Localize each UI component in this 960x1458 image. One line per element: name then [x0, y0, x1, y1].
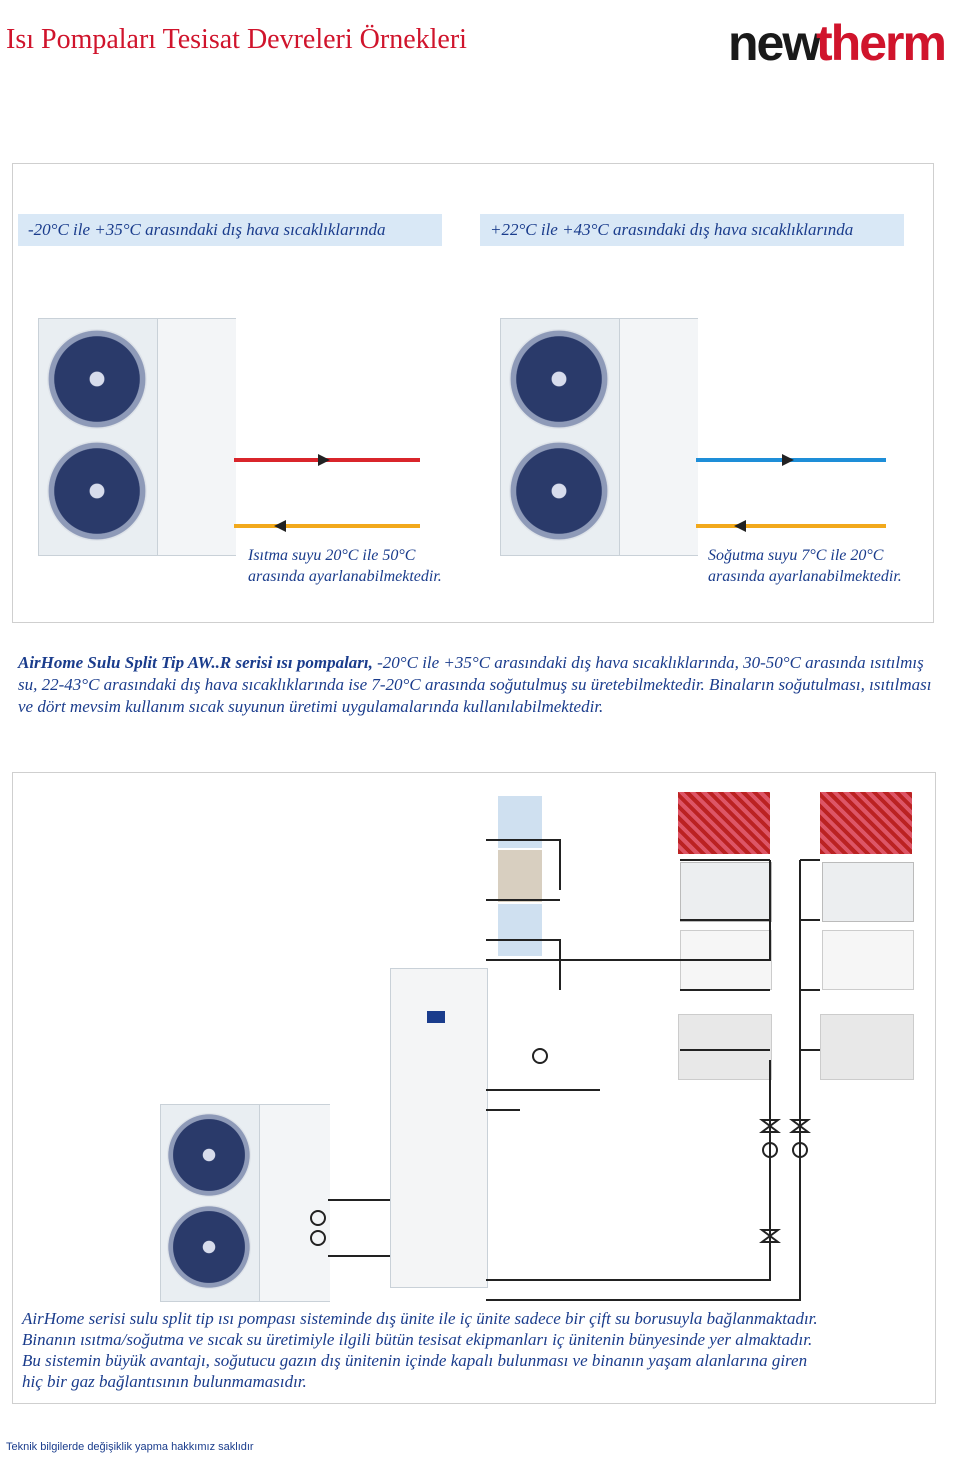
arrow-left-icon	[274, 520, 286, 532]
outdoor-unit	[160, 1104, 330, 1302]
newtherm-logo: new therm	[728, 15, 947, 68]
intro-series-name: AirHome Sulu Split Tip AW..R serisi ısı …	[18, 653, 373, 672]
system-description: AirHome serisi sulu split tip ısı pompas…	[22, 1308, 932, 1392]
cooling-range-label: +22°C ile +43°C arasındaki dış hava sıca…	[480, 214, 904, 246]
logo-therm: therm	[816, 15, 945, 68]
cooling-caption-line2: arasında ayarlanabilmektedir.	[708, 568, 902, 585]
floor-heating-icon	[678, 792, 770, 854]
gauge-icon	[762, 1142, 778, 1158]
unit-side-panel	[259, 1105, 330, 1301]
floor-heating-icon	[820, 792, 912, 854]
page-title: Isı Pompaları Tesisat Devreleri Örnekler…	[6, 24, 467, 55]
pipe-line	[486, 860, 801, 1301]
radiator-valve-icon	[678, 1014, 772, 1080]
indoor-unit	[390, 968, 488, 1288]
pipe-lines	[234, 454, 886, 532]
fan-icon	[509, 329, 609, 429]
piping-schematic	[310, 839, 820, 1301]
control-display-icon	[427, 1011, 445, 1023]
intro-paragraph: AirHome Sulu Split Tip AW..R serisi ısı …	[18, 652, 938, 718]
fan-icon	[509, 441, 609, 541]
logo-new: new	[728, 15, 821, 68]
cooling-caption-line1: Soğutma suyu 7°C ile 20°C	[708, 547, 884, 564]
fan-icon	[47, 329, 147, 429]
fan-icon	[167, 1113, 251, 1197]
system-description-line1: AirHome serisi sulu split tip ısı pompas…	[22, 1309, 818, 1328]
heating-caption: Isıtma suyu 20°C ile 50°C arasında ayarl…	[248, 545, 442, 587]
pipe-line	[486, 1060, 771, 1281]
system-description-line3: Bu sistemin büyük avantajı, soğutucu gaz…	[22, 1351, 808, 1370]
cassette-unit-icon	[680, 862, 772, 922]
unit-side-panel	[619, 319, 698, 555]
valve-icon	[759, 1119, 781, 1133]
footer-note: Teknik bilgilerde değişiklik yapma hakkı…	[6, 1441, 254, 1453]
outdoor-unit-cooling	[500, 318, 698, 556]
heating-caption-line2: arasında ayarlanabilmektedir.	[248, 568, 442, 585]
fan-icon	[167, 1205, 251, 1289]
cooling-caption: Soğutma suyu 7°C ile 20°C arasında ayarl…	[708, 545, 902, 587]
pipe-line	[486, 939, 561, 990]
pipe-line	[486, 839, 561, 890]
unit-side-panel	[157, 319, 236, 555]
system-description-line4: hiç bir gaz bağlantısının bulunmamasıdır…	[22, 1372, 307, 1391]
arrow-right-icon	[782, 454, 794, 466]
arrow-left-icon	[734, 520, 746, 532]
fan-coil-icon	[822, 930, 914, 990]
shower-icon	[498, 904, 542, 956]
gauge-icon	[792, 1142, 808, 1158]
intro-text: -20°C ile +35°C arasındaki dış hava sıca…	[18, 653, 932, 716]
heating-caption-line1: Isıtma suyu 20°C ile 50°C	[248, 547, 416, 564]
valve-icon	[789, 1119, 811, 1133]
arrow-right-icon	[318, 454, 330, 466]
pipe-line	[486, 860, 771, 961]
outdoor-unit-heating	[38, 318, 236, 556]
gauge-icon	[310, 1210, 326, 1226]
modes-panel	[12, 163, 934, 623]
heating-range-label: -20°C ile +35°C arasındaki dış hava sıca…	[18, 214, 442, 246]
radiator-valve-icon	[820, 1014, 914, 1080]
gauge-icon	[310, 1230, 326, 1246]
faucet-icon	[498, 850, 542, 902]
valve-icon	[759, 1229, 781, 1243]
system-description-line2: Binanın ısıtma/soğutma ve sıcak su üreti…	[22, 1330, 813, 1349]
cassette-unit-icon	[822, 862, 914, 922]
gauge-icon	[532, 1048, 548, 1064]
fan-icon	[47, 441, 147, 541]
system-diagram-panel	[12, 772, 936, 1404]
